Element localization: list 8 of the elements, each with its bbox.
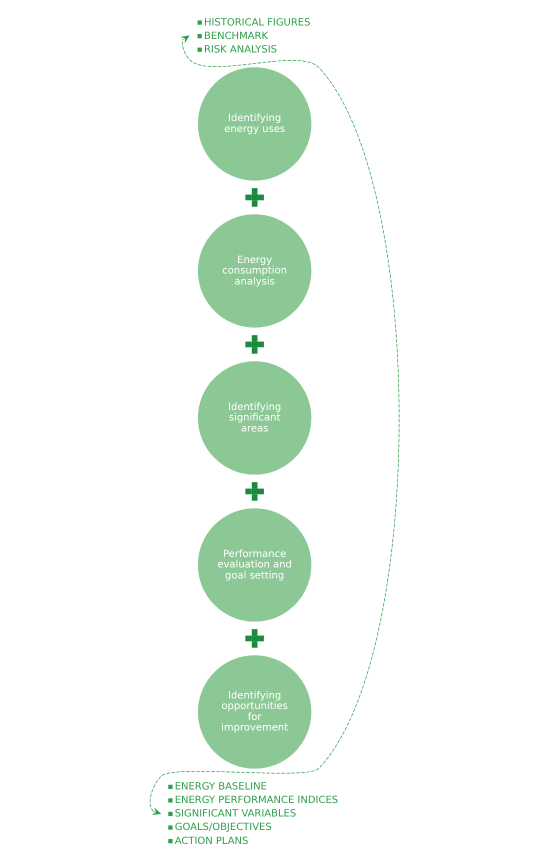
node-circle: Performance evaluation and goal setting [197, 508, 311, 622]
node-circle: Identifying significant areas [197, 361, 311, 475]
node-circle: Identifying opportunities for improvement [197, 655, 311, 769]
node-text: ENERGY BASELINE ENERGY PERFORMANCE INDICES SIGNIFICANT VARIABLES GOALS/OBJECTIVES ACTION PLANS [174, 782, 338, 847]
node-circle: Energy consumption analysis [197, 214, 311, 328]
node-circle: Identifying energy uses [197, 67, 311, 181]
arrow [149, 35, 399, 815]
node-text: HISTORICAL FIGURES BENCHMARK RISK ANALYSIS [203, 17, 310, 56]
